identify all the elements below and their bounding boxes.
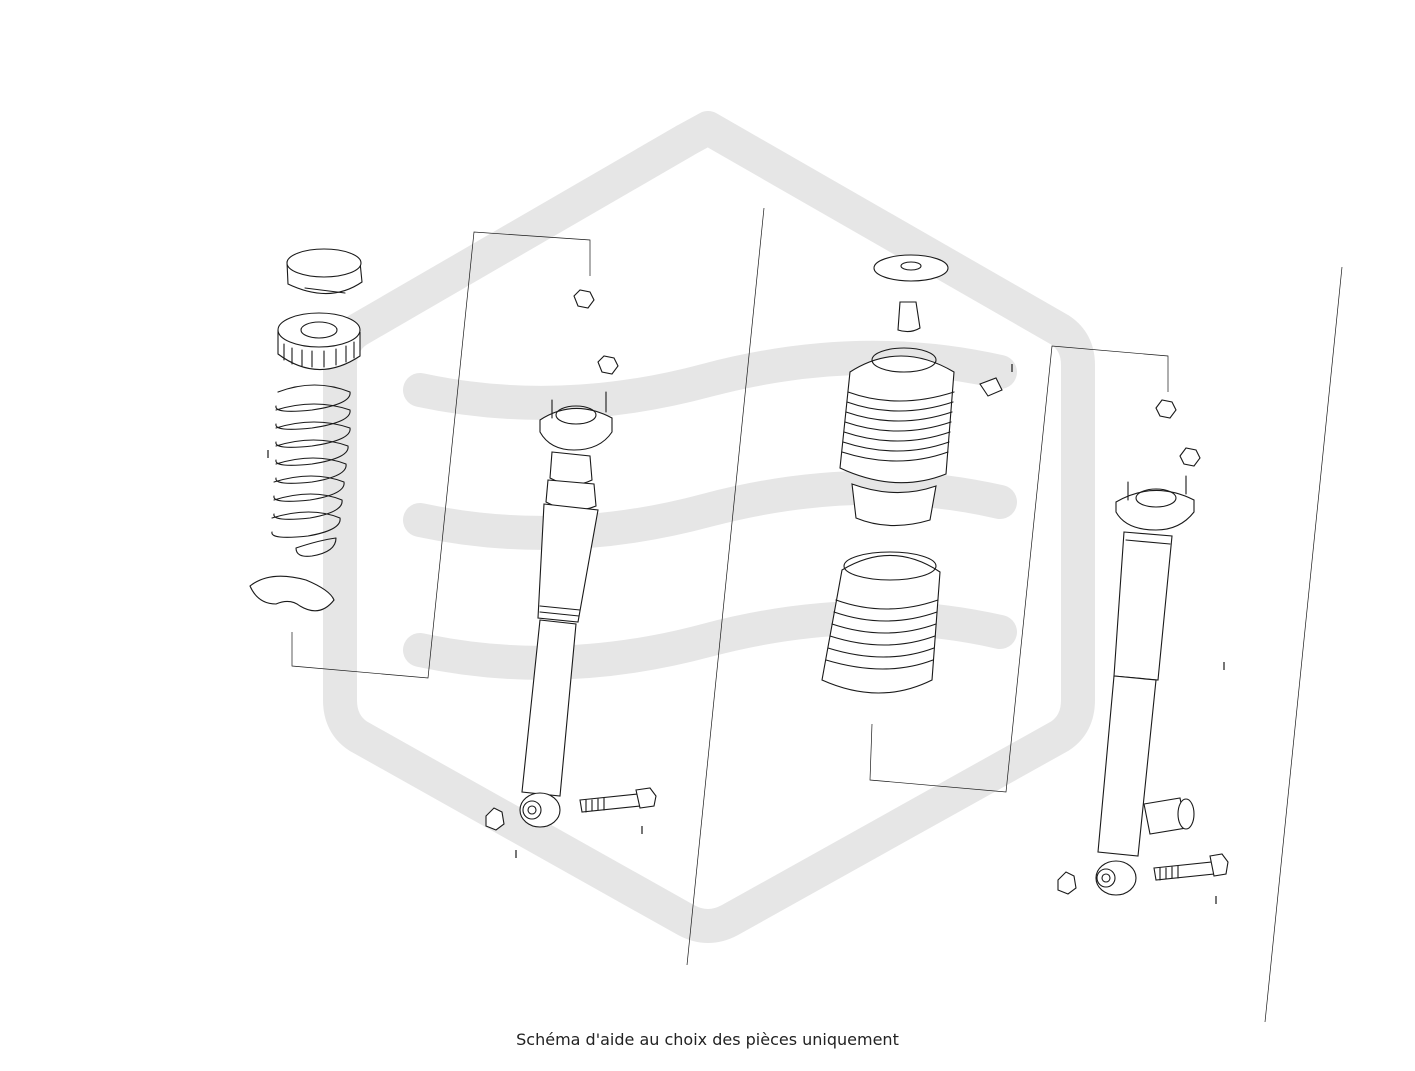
flange-nut-upper — [1155, 399, 1177, 419]
top-mount — [1115, 475, 1195, 531]
mounting-bolt — [579, 787, 657, 813]
washer — [873, 254, 949, 282]
shock-body-tube — [521, 503, 599, 797]
lock-nut — [485, 807, 505, 831]
diagram-caption: Schéma d'aide au choix des pièces unique… — [516, 1030, 899, 1049]
top-mount — [539, 391, 613, 451]
mounting-bolt — [1153, 853, 1229, 881]
lower-eye-bushing — [1095, 860, 1137, 896]
shock-absorber-left — [485, 289, 657, 858]
group-bracket-3 — [869, 345, 1169, 793]
fitting-sleeve — [979, 377, 1003, 397]
flange-nut-lower — [1179, 447, 1201, 467]
coil-spring — [271, 384, 351, 557]
air-spring-assembly — [821, 254, 1169, 793]
group-bracket-1 — [291, 231, 591, 679]
dust-cap — [286, 248, 363, 295]
bump-stop — [545, 451, 597, 511]
upper-spring-seat — [277, 312, 361, 371]
flange-nut-upper — [573, 289, 595, 309]
side-bushing — [1143, 797, 1195, 835]
lower-eye-bushing — [519, 792, 561, 828]
air-spring-bellows — [839, 347, 955, 527]
coil-spring-assembly — [249, 231, 591, 679]
flange-nut-lower — [597, 355, 619, 375]
air-spring-sleeve — [821, 551, 941, 694]
divider-line-2 — [1264, 266, 1343, 1023]
shock-absorber-right — [267, 364, 1229, 904]
hexagon-logo-watermark-icon — [323, 111, 1095, 943]
divider-line-1 — [686, 207, 765, 966]
valve-fitting — [897, 301, 921, 333]
lock-nut — [1057, 871, 1077, 895]
shock-body-tube — [1097, 531, 1173, 857]
lower-spring-pad — [249, 575, 335, 612]
